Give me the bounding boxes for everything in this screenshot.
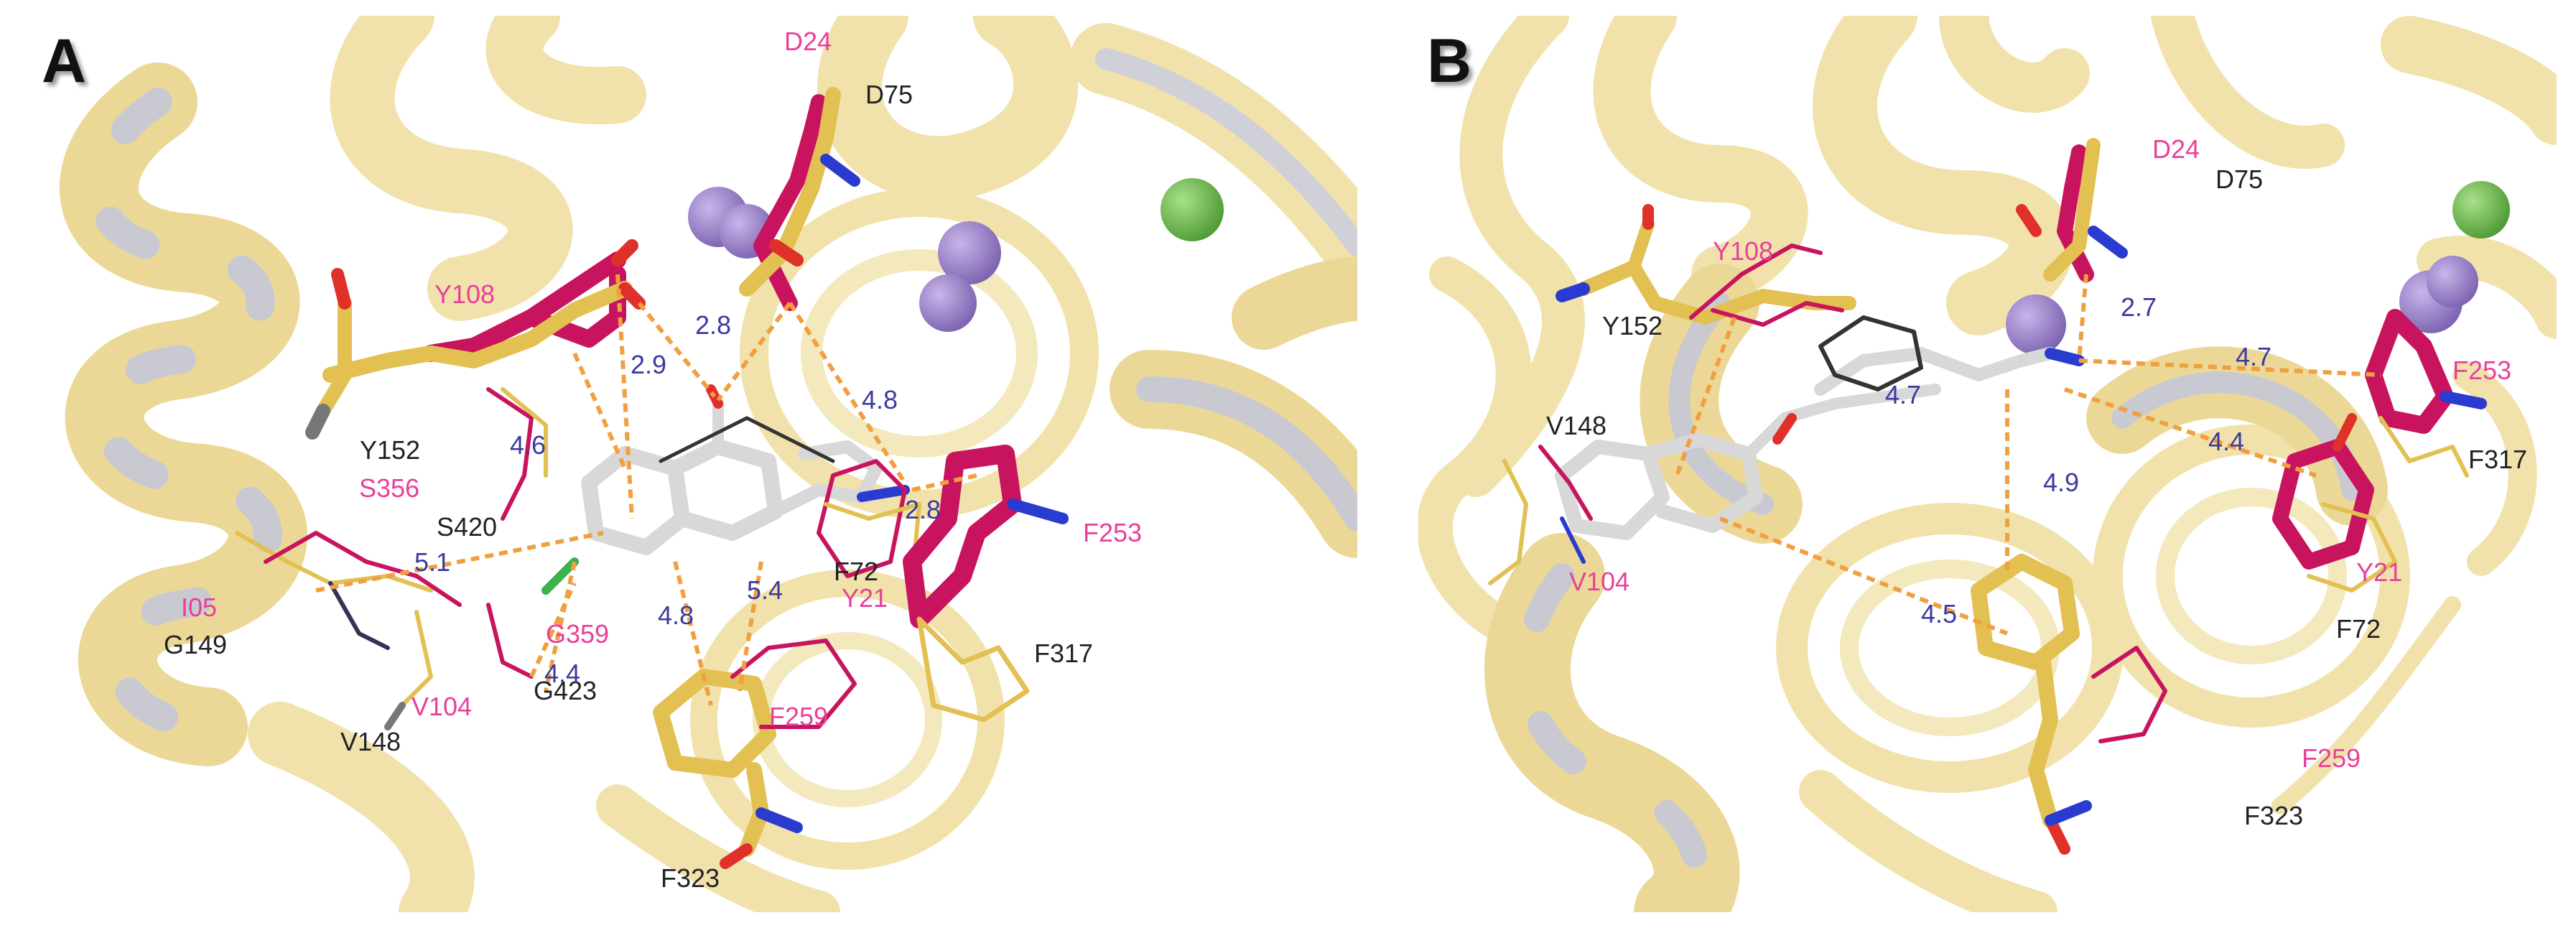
residue-label: Y152 bbox=[360, 435, 421, 465]
hbond-lines bbox=[315, 274, 977, 706]
residue-label: I05 bbox=[181, 593, 218, 622]
panel-b: B D24 Y108 V104 F253 Y21 F259 D75 Y152 V… bbox=[1418, 16, 2557, 912]
residue-label: F72 bbox=[2336, 614, 2381, 644]
hbond-lines bbox=[1675, 274, 2381, 636]
residue-label: F259 bbox=[769, 702, 829, 731]
distance-label: 5.4 bbox=[747, 575, 784, 605]
distance-label: 2.7 bbox=[2121, 292, 2157, 322]
residue-label: F253 bbox=[2452, 356, 2512, 385]
distance-label: 4.4 bbox=[544, 659, 581, 688]
residue-label: G359 bbox=[546, 619, 610, 649]
structure-render-a bbox=[60, 16, 1357, 912]
ion-sphere-icon bbox=[2006, 181, 2510, 355]
distance-label: 2.9 bbox=[631, 350, 667, 379]
residue-label: D24 bbox=[784, 27, 832, 56]
residue-label: Y152 bbox=[1602, 311, 1663, 340]
protein-ribbon-icon bbox=[1418, 16, 2557, 912]
distance-label: 5.1 bbox=[414, 547, 451, 577]
residue-label: D75 bbox=[865, 80, 913, 109]
panel-a: A D24 Y108 S356 I05 G359 V104 Y21 F259 F… bbox=[29, 16, 1357, 912]
structure-render-b bbox=[1418, 16, 2557, 912]
distance-label: 4.4 bbox=[2208, 427, 2245, 456]
panel-letter-b: B bbox=[1427, 27, 1472, 96]
residue-label: Y21 bbox=[2356, 557, 2403, 587]
distance-label: 4.6 bbox=[510, 430, 547, 460]
residue-label: Y108 bbox=[434, 279, 496, 309]
residue-label: V148 bbox=[1546, 411, 1607, 440]
residue-label: V104 bbox=[411, 692, 473, 721]
residue-label: F317 bbox=[1034, 639, 1094, 668]
distance-label: 4.5 bbox=[1921, 599, 1958, 628]
distance-label: 4.7 bbox=[1885, 380, 1922, 409]
residue-label: F323 bbox=[661, 863, 720, 893]
residue-label: F323 bbox=[2244, 801, 2304, 830]
residue-label: G423 bbox=[534, 676, 597, 705]
distance-label: 4.7 bbox=[2236, 342, 2272, 371]
residue-label: S420 bbox=[437, 512, 498, 542]
residue-label: F259 bbox=[2302, 743, 2361, 773]
residue-label: F253 bbox=[1083, 518, 1143, 547]
residue-label: F317 bbox=[2468, 445, 2528, 474]
residue-label: D75 bbox=[2215, 164, 2264, 194]
ion-sphere-icon bbox=[688, 178, 1224, 332]
distance-label: 4.8 bbox=[862, 385, 898, 414]
residue-label: F72 bbox=[834, 557, 879, 586]
residue-label: S356 bbox=[359, 473, 420, 503]
stick-model-icon bbox=[1488, 138, 2487, 855]
panel-letter-a: A bbox=[42, 27, 87, 96]
residue-label: V148 bbox=[340, 727, 401, 756]
distance-label: 2.8 bbox=[695, 310, 732, 340]
stick-model-icon bbox=[235, 87, 1069, 869]
residue-label: V104 bbox=[1569, 567, 1630, 596]
distance-label: 4.8 bbox=[658, 600, 694, 630]
distance-label: 4.9 bbox=[2043, 468, 2080, 497]
protein-ribbon-icon bbox=[60, 16, 1357, 912]
distance-label: 2.8 bbox=[905, 495, 941, 524]
residue-label: Y108 bbox=[1713, 236, 1774, 266]
residue-label: G149 bbox=[164, 630, 228, 659]
residue-label: D24 bbox=[2152, 134, 2200, 164]
residue-label: Y21 bbox=[842, 583, 888, 613]
